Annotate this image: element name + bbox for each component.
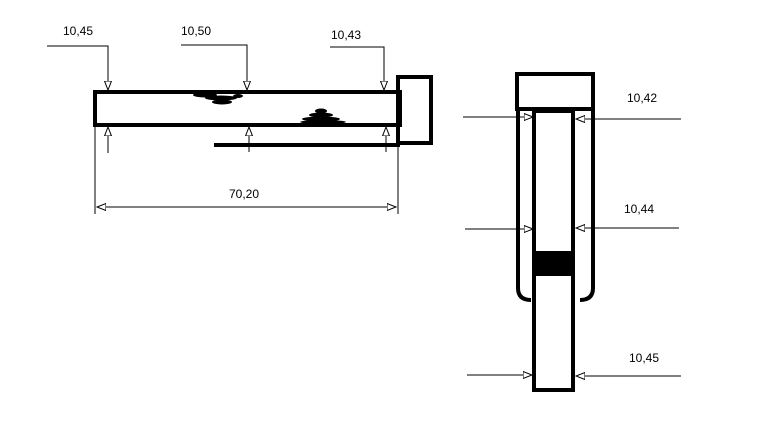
end-cap [396, 75, 433, 145]
inner-rod [532, 109, 575, 392]
bar-body [93, 90, 402, 127]
u-guide [516, 109, 595, 302]
rod-band [536, 251, 571, 276]
leader-right [330, 46, 384, 90]
side-view: 10,45 10,50 10,43 70,20 [47, 24, 433, 214]
dim-label-right: 10,43 [331, 28, 361, 42]
leader-center [181, 44, 247, 90]
dim-label-bottom: 10,45 [629, 351, 659, 365]
defect-blob-right [300, 108, 346, 124]
dim-label-left: 10,45 [63, 24, 93, 38]
top-cap [515, 72, 595, 111]
length-label: 70,20 [229, 187, 259, 201]
dim-label-center: 10,50 [181, 24, 211, 38]
end-view: 10,42 10,44 10,45 [463, 72, 681, 392]
leader-left [47, 45, 108, 90]
defect-blob-left [193, 92, 243, 105]
dim-label-middle: 10,44 [624, 202, 654, 216]
dim-label-top: 10,42 [627, 91, 657, 105]
